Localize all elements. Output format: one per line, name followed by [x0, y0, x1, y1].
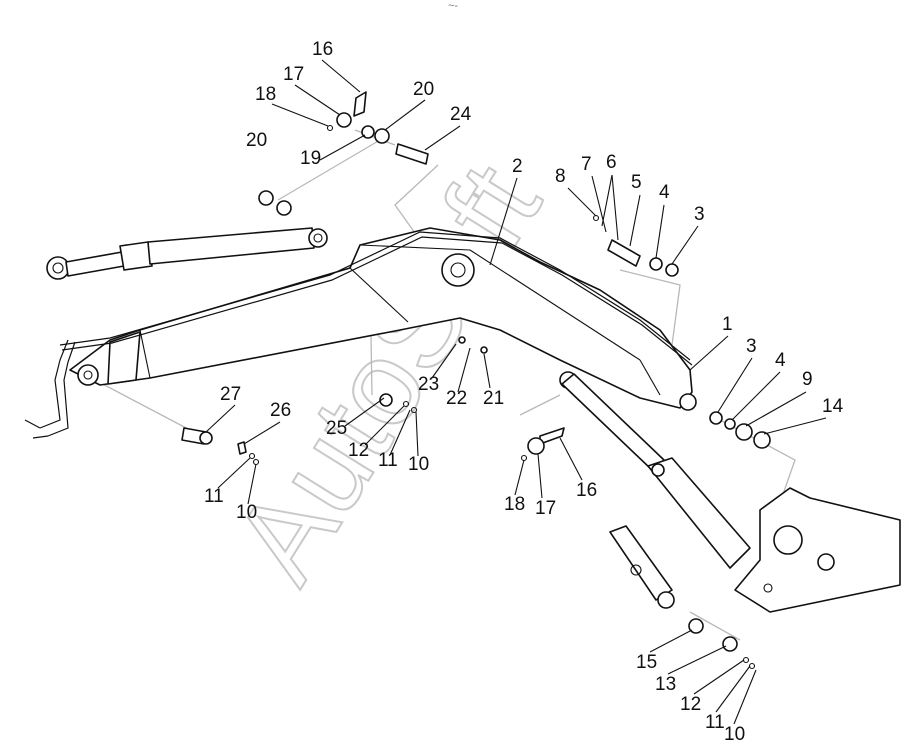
lower-cylinder: [609, 525, 675, 609]
watermark-text: AutoSoft: [208, 142, 566, 603]
callout-13: 13: [655, 674, 676, 695]
callout-22: 22: [446, 388, 467, 409]
callout-5: 5: [631, 172, 642, 193]
callout-3-top: 3: [694, 204, 705, 225]
callout-12-center: 12: [348, 440, 369, 461]
callout-3-right: 3: [746, 336, 757, 357]
arm-cylinder: [46, 227, 328, 280]
callout-6: 6: [606, 152, 617, 173]
callout-2: 2: [512, 156, 523, 177]
base-frame: [734, 487, 901, 613]
hydraulic-hoses: [24, 231, 693, 439]
callout-12-bottom: 12: [680, 694, 701, 715]
callout-11-left: 11: [204, 486, 224, 507]
callout-4-right: 4: [775, 350, 786, 371]
callout-11-center: 11: [378, 450, 398, 471]
callout-leaders: [205, 59, 827, 725]
callout-23: 23: [418, 374, 439, 395]
callout-8: 8: [555, 166, 566, 187]
callout-7: 7: [581, 154, 592, 175]
callout-9: 9: [802, 369, 813, 390]
callout-20-left: 20: [246, 130, 267, 151]
callout-4-top: 4: [659, 182, 670, 203]
callout-10-center: 10: [408, 454, 429, 475]
callout-16-mid: 16: [576, 480, 597, 501]
callout-14: 14: [822, 396, 844, 417]
header-mark: ~-: [448, 0, 459, 12]
boom-cylinder: [559, 371, 751, 569]
callout-20-top: 20: [413, 79, 434, 100]
callout-27: 27: [220, 384, 241, 405]
callout-10-bottom: 10: [724, 724, 745, 745]
callout-10-left: 10: [236, 502, 257, 523]
callout-17-top: 17: [283, 64, 304, 85]
watermark: AutoSoft: [207, 141, 567, 604]
callout-11-bottom: 11: [705, 712, 725, 733]
callout-18-top: 18: [255, 84, 276, 105]
callout-18-mid: 18: [504, 494, 525, 515]
callout-25: 25: [326, 418, 347, 439]
callout-24: 24: [450, 104, 472, 125]
callouts: 16 17 18 20 24 20 19 2 8 7 6 5 4 3 1 3 4…: [204, 39, 844, 745]
callout-17-mid: 17: [535, 498, 556, 519]
callout-26: 26: [270, 400, 291, 421]
callout-16-top: 16: [312, 39, 333, 60]
callout-21: 21: [483, 388, 504, 409]
callout-1: 1: [722, 314, 733, 335]
callout-19: 19: [300, 148, 321, 169]
callout-15: 15: [636, 652, 657, 673]
